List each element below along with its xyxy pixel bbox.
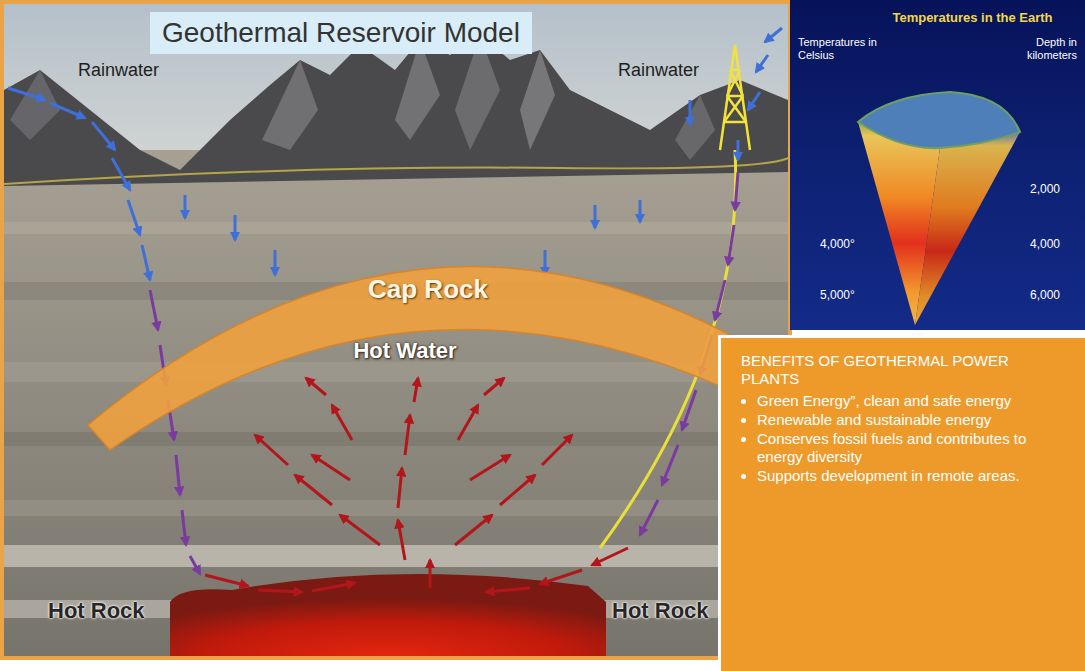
infiltration-arrows bbox=[715, 280, 725, 320]
infiltration-arrows bbox=[150, 290, 158, 330]
mountains bbox=[4, 35, 788, 186]
inset-title: Temperatures in the Earth bbox=[870, 10, 1075, 25]
hot-water-arrows bbox=[458, 405, 478, 440]
infiltration-arrows bbox=[728, 225, 734, 265]
rainwater-arrows bbox=[765, 28, 782, 42]
rainwater-label: Rainwater bbox=[618, 60, 699, 81]
rock-strata bbox=[4, 545, 788, 567]
hot-water-arrows bbox=[398, 520, 405, 560]
infiltration-arrows bbox=[182, 510, 186, 545]
rainwater-arrows bbox=[594, 205, 597, 228]
hot-water-arrows bbox=[340, 515, 380, 545]
infiltration-arrows bbox=[662, 445, 678, 485]
rainwater-arrows bbox=[748, 92, 760, 110]
hot-water-arrows bbox=[414, 378, 418, 402]
hot-water-arrows bbox=[205, 378, 628, 592]
axis-caption: Temperatures in Celsius bbox=[798, 36, 893, 62]
cap-rock-arc bbox=[88, 267, 790, 450]
rainwater-arrows bbox=[184, 195, 187, 218]
axis-caption: Depth in kilometers bbox=[995, 36, 1077, 62]
hot-water-arrows bbox=[312, 455, 350, 480]
hot-water-arrows bbox=[258, 590, 302, 592]
image-frame bbox=[2, 2, 790, 658]
bullet-item: Conserves fossil fuels and contributes t… bbox=[757, 430, 1069, 468]
mountains bbox=[520, 50, 555, 150]
infiltration-arrows bbox=[190, 556, 200, 574]
rock-strata bbox=[4, 222, 788, 234]
hot-rock-label: Hot Rock bbox=[48, 598, 145, 624]
hot-water-label: Hot Water bbox=[353, 338, 456, 364]
depth-value: 6,000 bbox=[1030, 288, 1060, 302]
bullet-item: Supports development in remote areas. bbox=[757, 467, 1069, 486]
title-banner: Geothermal Reservoir Model bbox=[150, 12, 532, 54]
depth-value: 2,000 bbox=[1030, 182, 1060, 196]
bullet-list: Green Energy”, clean and safe energyRene… bbox=[741, 392, 1069, 486]
rainwater-arrows bbox=[128, 200, 140, 235]
drilling-rig bbox=[724, 70, 746, 122]
infiltration-arrows bbox=[735, 172, 738, 210]
bullet-item: Green Energy”, clean and safe energy bbox=[757, 392, 1069, 411]
rainwater-arrows bbox=[639, 200, 642, 222]
infiltration-arrows bbox=[640, 500, 658, 535]
hot-water-arrows bbox=[405, 415, 410, 455]
hot-water-arrows bbox=[484, 378, 504, 395]
mountains bbox=[675, 95, 715, 160]
depth-value: 4,000 bbox=[1030, 237, 1060, 251]
cone-face bbox=[915, 132, 1020, 325]
rainwater-arrows bbox=[8, 88, 45, 100]
rainwater-arrows bbox=[50, 103, 85, 118]
hot-water-arrows bbox=[306, 378, 326, 395]
rainwater-arrows bbox=[756, 55, 768, 72]
box-heading: BENEFITS OF GEOTHERMAL POWER PLANTS bbox=[741, 352, 1069, 388]
rainwater-arrows bbox=[689, 100, 692, 125]
hot-water-arrows bbox=[542, 435, 572, 465]
rainwater-arrows bbox=[274, 250, 277, 275]
rainwater-arrows bbox=[234, 215, 237, 240]
earth-surface bbox=[858, 92, 1020, 148]
hot-water-arrows bbox=[540, 570, 582, 584]
sky bbox=[4, 4, 788, 204]
rainwater-arrows bbox=[142, 245, 150, 280]
temperature-value: 5,000° bbox=[820, 288, 855, 302]
temperature-value: 4,000° bbox=[820, 237, 855, 251]
hot-water-arrows bbox=[470, 455, 510, 480]
benefits-box: BENEFITS OF GEOTHERMAL POWER PLANTS Green… bbox=[718, 335, 1085, 671]
hot-rock-label: Hot Rock bbox=[612, 598, 709, 624]
infiltration-arrows bbox=[682, 390, 696, 430]
infiltration-arrows bbox=[176, 455, 180, 495]
bullet-item: Renewable and sustainable energy bbox=[757, 411, 1069, 430]
rainwater-arrows bbox=[737, 140, 740, 160]
hot-water-arrows bbox=[486, 588, 530, 592]
rainwater-arrows bbox=[8, 28, 782, 280]
hot-water-arrows bbox=[255, 435, 288, 465]
band-heading: Cap Rock bbox=[368, 274, 488, 305]
rainwater-arrows bbox=[112, 158, 130, 190]
mountains bbox=[395, 40, 440, 140]
hot-water-arrows bbox=[592, 548, 628, 565]
hot-water-arrows bbox=[429, 560, 432, 588]
rock-strata bbox=[4, 500, 788, 516]
hot-water-arrows bbox=[295, 475, 332, 505]
rainwater-arrows bbox=[92, 122, 115, 150]
hot-water-arrows bbox=[455, 515, 492, 545]
magma-glow bbox=[170, 574, 606, 656]
rainwater-label: Rainwater bbox=[78, 60, 159, 81]
mountains bbox=[262, 60, 318, 150]
hot-water-arrows bbox=[312, 583, 355, 591]
hot-water-arrows bbox=[205, 575, 248, 586]
drilling-rig bbox=[720, 45, 750, 150]
hot-water-arrows bbox=[398, 468, 402, 508]
temperature-inset: Temperatures in the EarthTemperatures in… bbox=[790, 0, 1085, 330]
hot-water-arrows bbox=[332, 405, 352, 440]
hot-water-arrows bbox=[500, 475, 535, 505]
mountains bbox=[4, 35, 788, 186]
